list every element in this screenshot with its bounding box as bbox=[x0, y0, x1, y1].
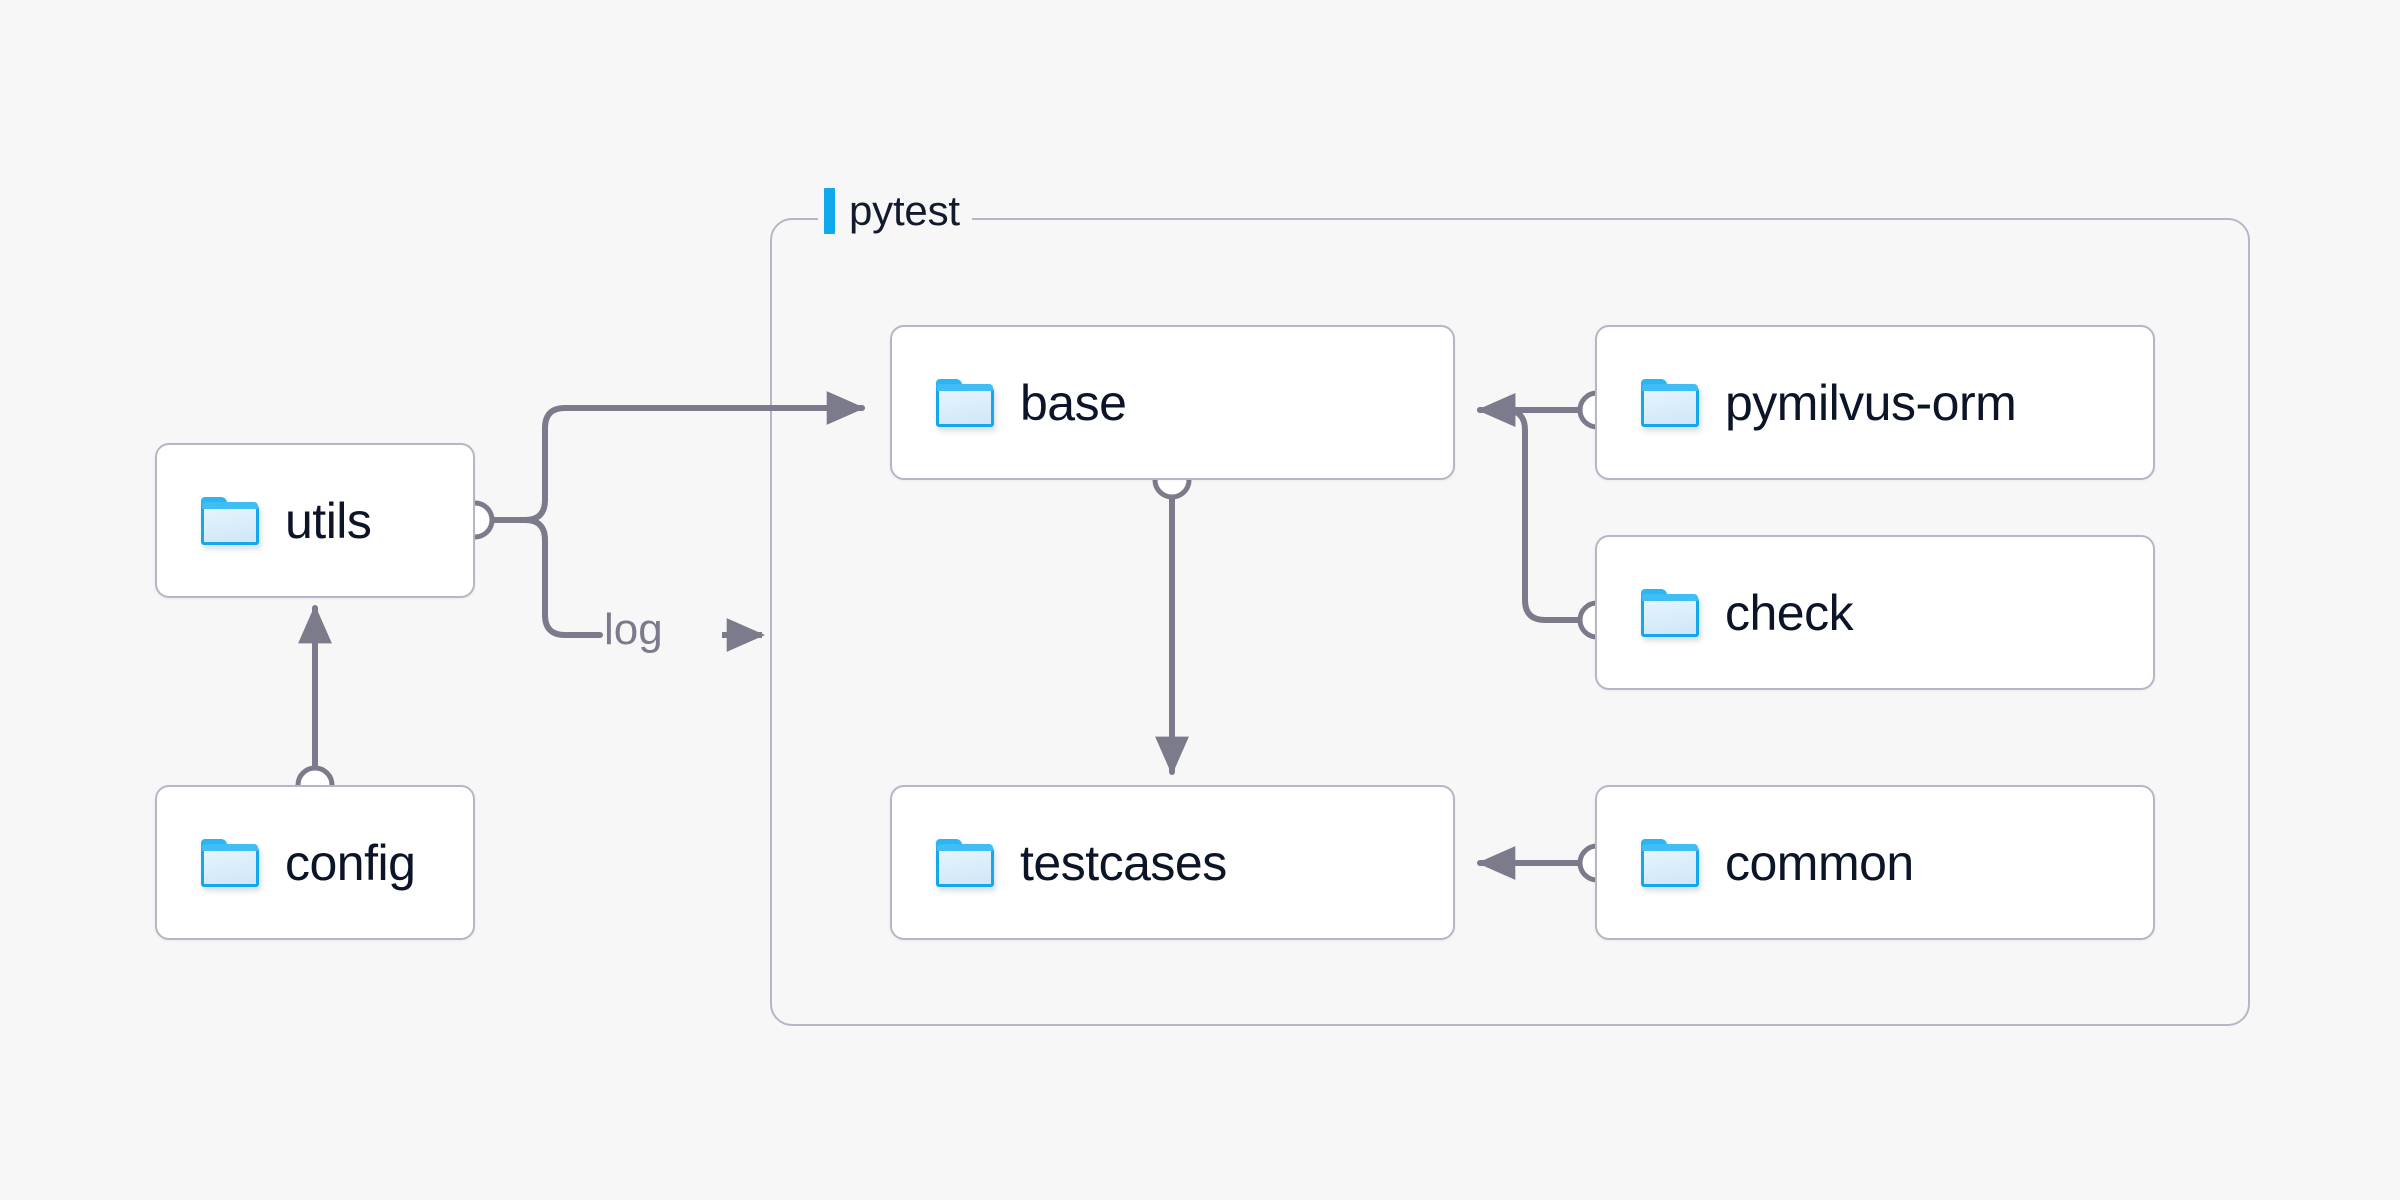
group-pytest[interactable] bbox=[770, 218, 2250, 1026]
folder-icon bbox=[936, 378, 994, 427]
group-pytest-label: pytest bbox=[818, 182, 972, 240]
folder-icon bbox=[1641, 838, 1699, 887]
node-testcases-label: testcases bbox=[1020, 834, 1227, 891]
node-testcases[interactable]: testcases bbox=[890, 785, 1455, 940]
folder-icon bbox=[936, 838, 994, 887]
folder-icon bbox=[201, 838, 259, 887]
accent-bar-icon bbox=[824, 188, 835, 234]
node-config-label: config bbox=[285, 834, 416, 891]
node-common-label: common bbox=[1725, 834, 1914, 891]
folder-icon bbox=[1641, 588, 1699, 637]
group-pytest-label-text: pytest bbox=[849, 187, 960, 234]
node-utils-label: utils bbox=[285, 492, 372, 549]
edge-label-log: log bbox=[604, 605, 663, 654]
folder-icon bbox=[201, 496, 259, 545]
node-pymilvus-orm-label: pymilvus-orm bbox=[1725, 374, 2017, 431]
node-check[interactable]: check bbox=[1595, 535, 2155, 690]
node-config[interactable]: config bbox=[155, 785, 475, 940]
node-base[interactable]: base bbox=[890, 325, 1455, 480]
node-base-label: base bbox=[1020, 374, 1127, 431]
folder-icon bbox=[1641, 378, 1699, 427]
node-utils[interactable]: utils bbox=[155, 443, 475, 598]
node-pymilvus-orm[interactable]: pymilvus-orm bbox=[1595, 325, 2155, 480]
node-common[interactable]: common bbox=[1595, 785, 2155, 940]
node-check-label: check bbox=[1725, 584, 1854, 641]
edge-utils-to-log bbox=[489, 517, 603, 638]
